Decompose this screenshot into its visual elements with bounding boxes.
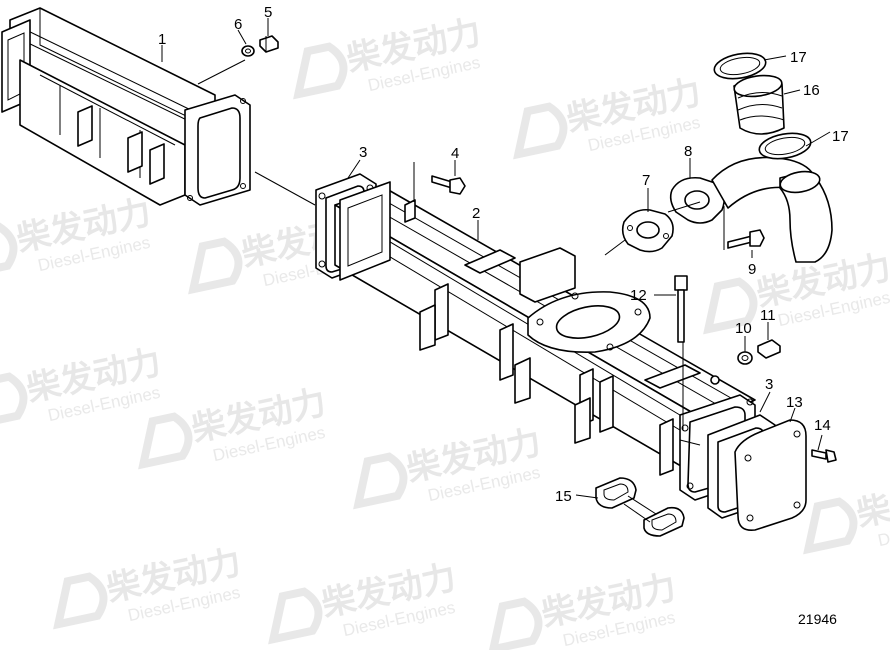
callout-1: 1 (158, 31, 166, 48)
callout-6: 6 (234, 16, 242, 33)
callout-2: 2 (472, 205, 480, 222)
callout-17-top: 17 (790, 49, 807, 66)
callout-9: 9 (748, 261, 756, 278)
watermark-logo-icon (513, 102, 568, 160)
watermark-logo-icon (353, 452, 408, 510)
callout-16: 16 (803, 82, 820, 99)
bolt-14 (811, 449, 837, 463)
callout-15: 15 (555, 488, 572, 505)
callout-3-left: 3 (359, 144, 367, 161)
plug-11 (757, 339, 781, 359)
watermark-cn-text: 柴发动力 (853, 467, 890, 534)
gasket-7 (621, 208, 674, 253)
callout-10: 10 (735, 320, 752, 337)
leader-lines (161, 18, 831, 499)
callout-labels: 1 2 3 3 4 5 6 7 8 9 10 11 12 13 14 15 16… (158, 4, 849, 505)
seal-ring-17-bottom (758, 132, 812, 160)
watermark-logo-icon (0, 372, 28, 430)
seal-ring-17-top (713, 52, 767, 80)
cover-plate-13 (734, 419, 807, 532)
callout-17-bottom: 17 (832, 128, 849, 145)
clamp-16 (733, 74, 785, 135)
callout-4: 4 (451, 145, 459, 162)
callout-3-right: 3 (765, 376, 773, 393)
gasket-set-15 (595, 477, 685, 537)
washer-10 (737, 351, 753, 365)
callout-14: 14 (814, 417, 831, 434)
callout-12: 12 (630, 287, 647, 304)
callout-8: 8 (684, 143, 692, 160)
watermark-logo-icon (703, 277, 758, 335)
washer-6 (241, 45, 255, 57)
watermark-logo-icon (138, 412, 193, 470)
bolt-4 (431, 175, 466, 195)
plug-5 (259, 35, 279, 53)
diagram-reference-number: 21946 (798, 611, 837, 627)
long-bolt-12 (674, 275, 688, 343)
watermark-logo-icon (488, 597, 543, 650)
watermark-logo-icon (293, 42, 348, 100)
watermark-logo-icon (53, 572, 108, 630)
callout-11: 11 (760, 307, 776, 324)
watermark-logo-icon (268, 587, 323, 645)
manifold-section-2 (334, 181, 756, 501)
watermark-logo-icon (0, 222, 18, 280)
manifold-section-1 (1, 7, 251, 206)
callout-7: 7 (642, 172, 650, 189)
watermark-logo-icon (803, 497, 858, 555)
bolt-9 (727, 229, 765, 249)
callout-13: 13 (786, 394, 803, 411)
watermark-logo-icon (188, 237, 243, 295)
callout-5: 5 (264, 4, 272, 21)
elbow-pipe-8 (669, 156, 833, 263)
